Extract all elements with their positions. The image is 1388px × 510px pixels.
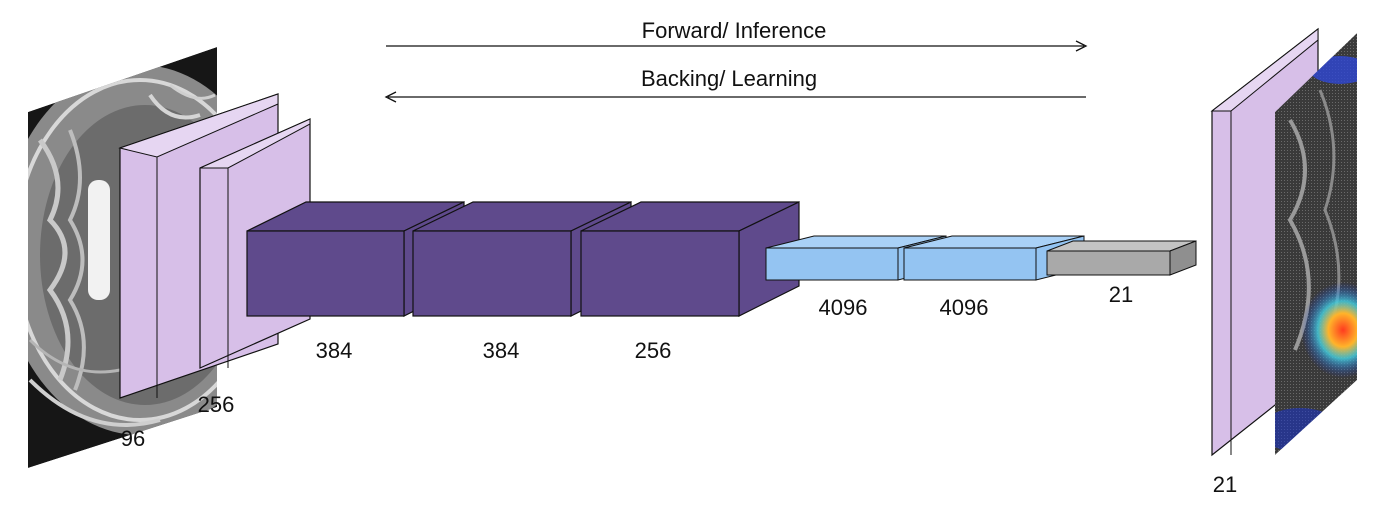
backward-arrow-label: Backing/ Learning: [641, 66, 817, 91]
layer-conv5-label: 256: [635, 338, 672, 363]
layer-conv3-label: 384: [316, 338, 353, 363]
layer-fc7-label: 4096: [940, 295, 989, 320]
layer-conv4-label: 384: [483, 338, 520, 363]
layer-fc8-label: 21: [1109, 282, 1133, 307]
layer-fc6-label: 4096: [819, 295, 868, 320]
forward-arrow-label: Forward/ Inference: [642, 18, 827, 43]
layer-fc8-block: [1046, 240, 1197, 276]
layer-conv2-label: 256: [198, 392, 235, 417]
backward-arrow: [384, 91, 1086, 103]
layer-conv1-label: 96: [121, 426, 145, 451]
forward-arrow: [386, 40, 1088, 52]
layer-output-label: 21: [1213, 472, 1237, 497]
